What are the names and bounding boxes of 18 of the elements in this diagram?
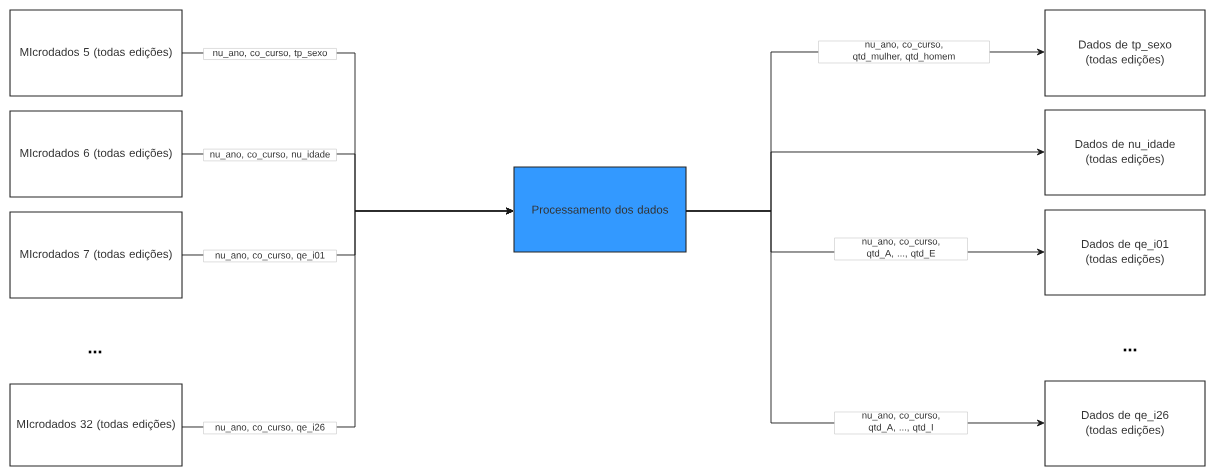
edge-label: nu_ano, co_curso, qe_i01 (203, 249, 337, 263)
process-box: Processamento dos dados (513, 166, 687, 253)
data-box: Dados de nu_idade (todas edições) (1044, 109, 1206, 196)
edge-label: nu_ano, co_curso, qe_i26 (203, 421, 337, 435)
ellipsis: ... (88, 350, 102, 354)
data-box: MIcrodados 6 (todas edições) (9, 110, 183, 198)
edge-label: nu_ano, co_curso, qtd_mulher, qtd_homem (818, 40, 990, 64)
edge-label: nu_ano, co_curso, tp_sexo (203, 48, 337, 60)
data-box: MIcrodados 32 (todas edições) (9, 383, 183, 467)
edge-label: nu_ano, co_curso, qtd_A, ..., qtd_I (834, 411, 968, 435)
data-box: Dados de qe_i26 (todas edições) (1044, 380, 1206, 467)
data-box: Dados de tp_sexo (todas edições) (1044, 9, 1206, 97)
edge-label: nu_ano, co_curso, nu_idade (203, 148, 337, 162)
data-box: MIcrodados 5 (todas edições) (9, 9, 183, 97)
ellipsis: ... (1123, 348, 1137, 352)
edge-label: nu_ano, co_curso, qtd_A, ..., qtd_E (834, 237, 968, 261)
data-box: Dados de qe_i01 (todas edições) (1044, 209, 1206, 296)
data-box: MIcrodados 7 (todas edições) (9, 211, 183, 299)
